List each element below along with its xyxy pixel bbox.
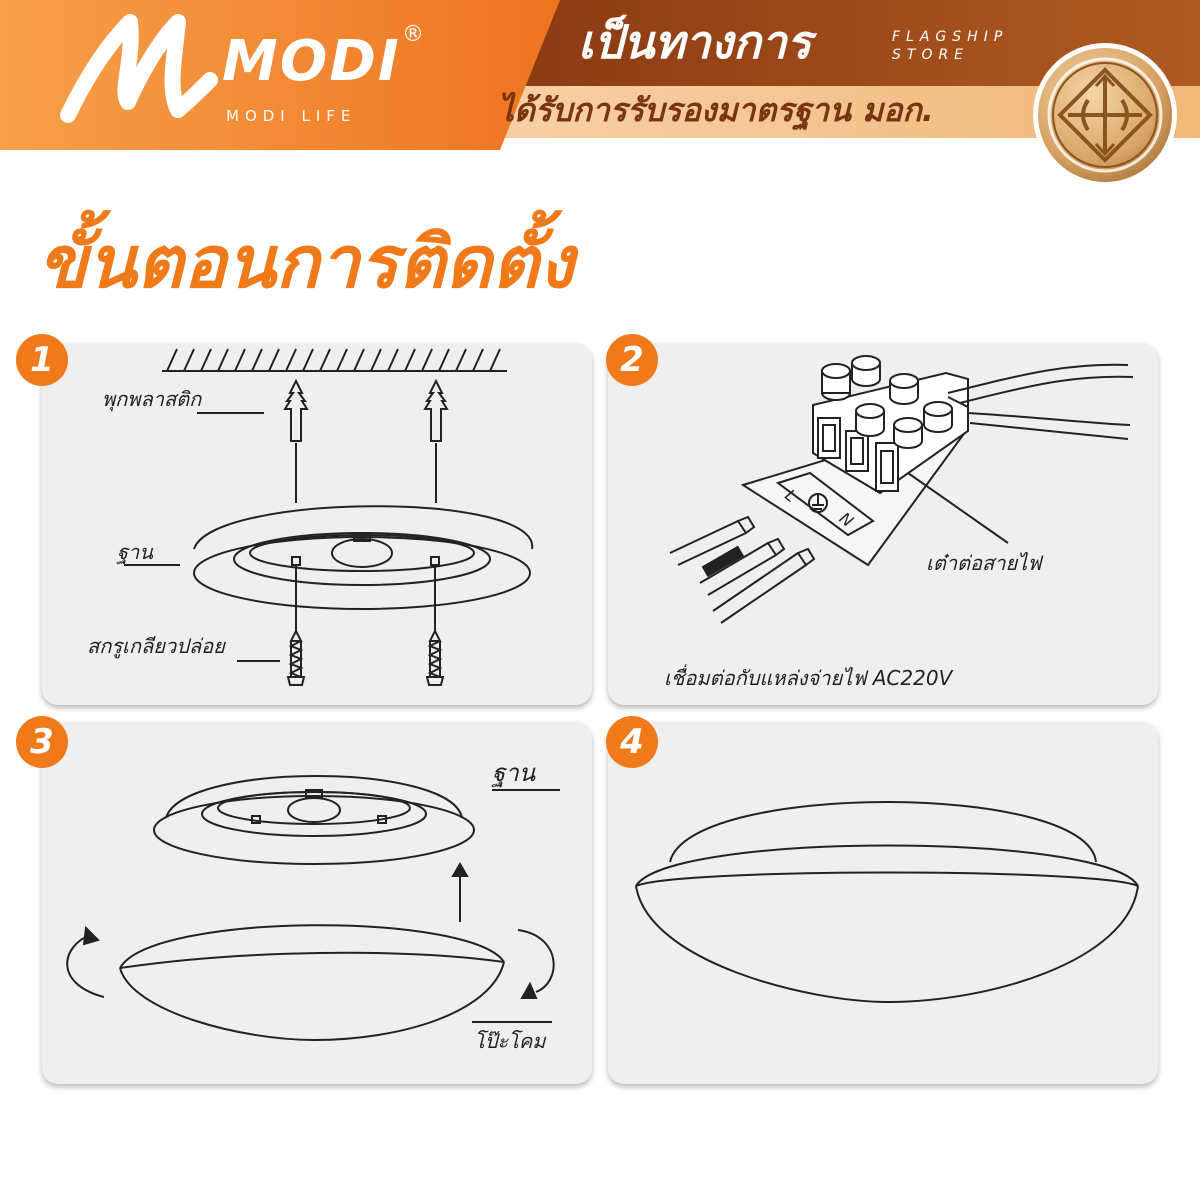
modi-logo-icon xyxy=(60,14,218,123)
base-label-step3: ฐาน xyxy=(492,759,536,787)
step-1-badge: 1 xyxy=(16,334,68,386)
step-2-panel: L N เต๋าต่อสายไฟ เชื่อมต่อกับแหล่งจ่ายไฟ… xyxy=(608,343,1158,705)
step-1-panel: พุกพลาสติก ฐาน สกรูเกลียวปล่อย xyxy=(42,343,592,705)
step-2-diagram xyxy=(669,355,1134,624)
screw-right xyxy=(425,628,445,686)
brand-name: MODI xyxy=(222,29,401,94)
step-4-diagram xyxy=(635,801,1139,1004)
terminal-block-label: เต๋าต่อสายไฟ xyxy=(926,551,1042,575)
header-banner: MODI ® MODI LIFE เป็นทางการ FLAGSHIP STO… xyxy=(0,0,1200,187)
step-4-badge: 4 xyxy=(606,716,658,768)
tis-seal-icon xyxy=(1033,43,1177,187)
step-1-diagram xyxy=(124,348,534,686)
wall-anchor-left xyxy=(283,378,309,442)
banner-background xyxy=(0,0,1200,150)
step-3-panel: ฐาน โป๊ะโคม xyxy=(42,722,592,1084)
lamp-cover-label: โป๊ะโคม xyxy=(474,1029,546,1053)
flagship-store-label: FLAGSHIP STORE xyxy=(892,28,1008,64)
flagship-line-1: FLAGSHIP xyxy=(892,29,1009,45)
step-3-badge: 3 xyxy=(16,716,68,768)
certification-text: ได้รับการรับรองมาตรฐาน มอก. xyxy=(498,91,934,129)
flagship-line-2: STORE xyxy=(892,47,970,63)
step-2-badge: 2 xyxy=(606,334,658,386)
step-4-panel xyxy=(608,722,1158,1084)
registered-mark: ® xyxy=(402,22,424,47)
brand-tagline: MODI LIFE xyxy=(226,107,357,125)
page-title: ขั้นตอนการติดตั้ง xyxy=(38,220,574,304)
plastic-anchor-label: พุกพลาสติก xyxy=(102,387,202,411)
step-3-diagram xyxy=(66,775,560,1042)
screw-label: สกรูเกลียวปล่อย xyxy=(87,634,225,658)
wall-anchor-right xyxy=(423,378,449,442)
ceiling-hatch xyxy=(166,348,501,372)
base-label: ฐาน xyxy=(117,540,153,564)
screw-left xyxy=(286,628,306,686)
power-supply-label: เชื่อมต่อกับแหล่งจ่ายไฟ AC220V xyxy=(664,666,953,690)
official-store-label: เป็นทางการ xyxy=(578,15,812,69)
